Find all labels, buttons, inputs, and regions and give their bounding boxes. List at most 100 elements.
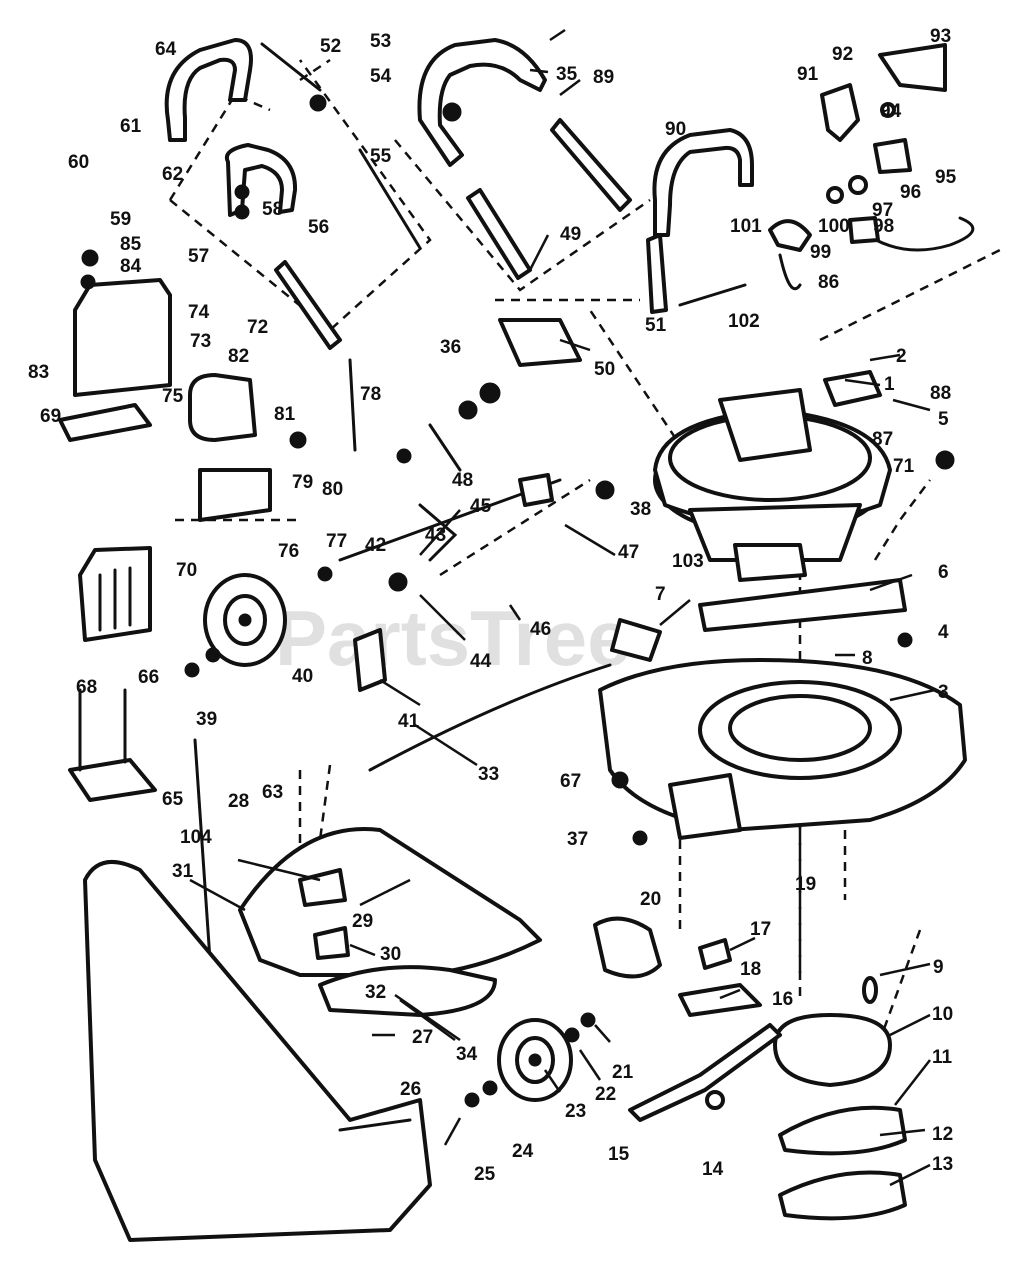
blade-assembly [593,916,907,1221]
callout-32: 32 [365,982,386,1003]
callout-58: 58 [262,199,283,220]
callout-17: 17 [750,919,771,940]
callout-50: 50 [594,359,615,380]
callout-97: 97 [872,200,893,221]
callout-43: 43 [425,525,446,546]
callout-57: 57 [188,246,209,267]
callout-96: 96 [900,182,921,203]
callout-7: 7 [655,584,666,605]
callout-14: 14 [702,1159,724,1180]
callout-51: 51 [645,315,667,336]
battery-box [58,278,172,442]
callout-102: 102 [728,311,760,332]
callout-2: 2 [896,346,907,367]
callout-88: 88 [930,383,951,404]
callout-99: 99 [810,242,831,263]
callout-20: 20 [640,889,661,910]
callout-72: 72 [247,317,268,338]
callout-19: 19 [795,874,816,895]
callout-91: 91 [797,64,819,85]
callout-45: 45 [470,496,492,517]
callout-55: 55 [370,146,392,167]
callout-38: 38 [630,499,651,520]
callout-68: 68 [76,677,97,698]
lower-handle [164,38,342,350]
bail-handle [646,128,754,314]
callout-4: 4 [938,622,949,643]
callout-61: 61 [120,116,142,137]
switch-bracket [68,688,157,802]
callout-70: 70 [176,560,197,581]
callout-13: 13 [932,1154,953,1175]
callout-53: 53 [370,31,391,52]
callout-71: 71 [893,456,915,477]
engine [653,370,892,582]
callout-98: 98 [873,216,894,237]
callout-56: 56 [308,217,329,238]
callout-75: 75 [162,386,184,407]
callout-92: 92 [832,44,853,65]
callout-29: 29 [352,911,373,932]
callout-84: 84 [120,256,142,277]
front-wheel [497,1018,573,1102]
upper-handle [417,38,632,367]
callout-16: 16 [772,989,793,1010]
motor [188,373,272,522]
callout-65: 65 [162,789,184,810]
callout-39: 39 [196,709,217,730]
grass-bag [83,860,432,1242]
callout-100: 100 [818,216,850,237]
callout-76: 76 [278,541,299,562]
callout-93: 93 [930,26,951,47]
callout-leaders [189,28,936,1187]
callout-87: 87 [872,429,893,450]
callout-64: 64 [155,39,177,60]
battery [78,546,152,642]
callout-26: 26 [400,1079,421,1100]
callout-78: 78 [360,384,381,405]
callout-31: 31 [172,861,194,882]
callout-12: 12 [932,1124,953,1145]
hardware [80,94,955,1108]
callout-40: 40 [292,666,313,687]
callout-101: 101 [730,216,762,237]
callout-15: 15 [608,1144,630,1165]
callout-41: 41 [398,711,420,732]
callout-66: 66 [138,667,159,688]
callout-11: 11 [932,1047,953,1068]
callout-1: 1 [884,374,895,395]
callout-63: 63 [262,782,283,803]
callout-80: 80 [322,479,343,500]
callout-34: 34 [456,1044,478,1065]
callout-74: 74 [188,302,210,323]
callout-104: 104 [180,827,212,848]
height-adjuster [353,423,612,772]
callout-8: 8 [862,648,873,669]
callout-labels: 1 2 3 4 5 6 7 8 9 10 11 12 13 14 15 16 1… [28,26,957,1185]
assembly-guide-lines [168,58,1001,1041]
callout-33: 33 [478,764,499,785]
callout-28: 28 [228,791,249,812]
callout-46: 46 [530,619,551,640]
watermark: PartsTree [275,594,631,682]
callout-94: 94 [880,101,902,122]
callout-24: 24 [512,1141,534,1162]
callout-10: 10 [932,1004,953,1025]
callout-82: 82 [228,346,249,367]
callout-62: 62 [162,164,183,185]
callout-9: 9 [933,957,944,978]
callout-36: 36 [440,337,461,358]
callout-6: 6 [938,562,949,583]
callout-85: 85 [120,234,142,255]
callout-69: 69 [40,406,61,427]
callout-47: 47 [618,542,639,563]
callout-27: 27 [412,1027,433,1048]
callout-25: 25 [474,1164,496,1185]
callout-86: 86 [818,272,839,293]
callout-95: 95 [935,167,957,188]
callout-35: 35 [556,64,578,85]
rear-wheel [203,573,287,667]
mower-deck [598,578,967,840]
